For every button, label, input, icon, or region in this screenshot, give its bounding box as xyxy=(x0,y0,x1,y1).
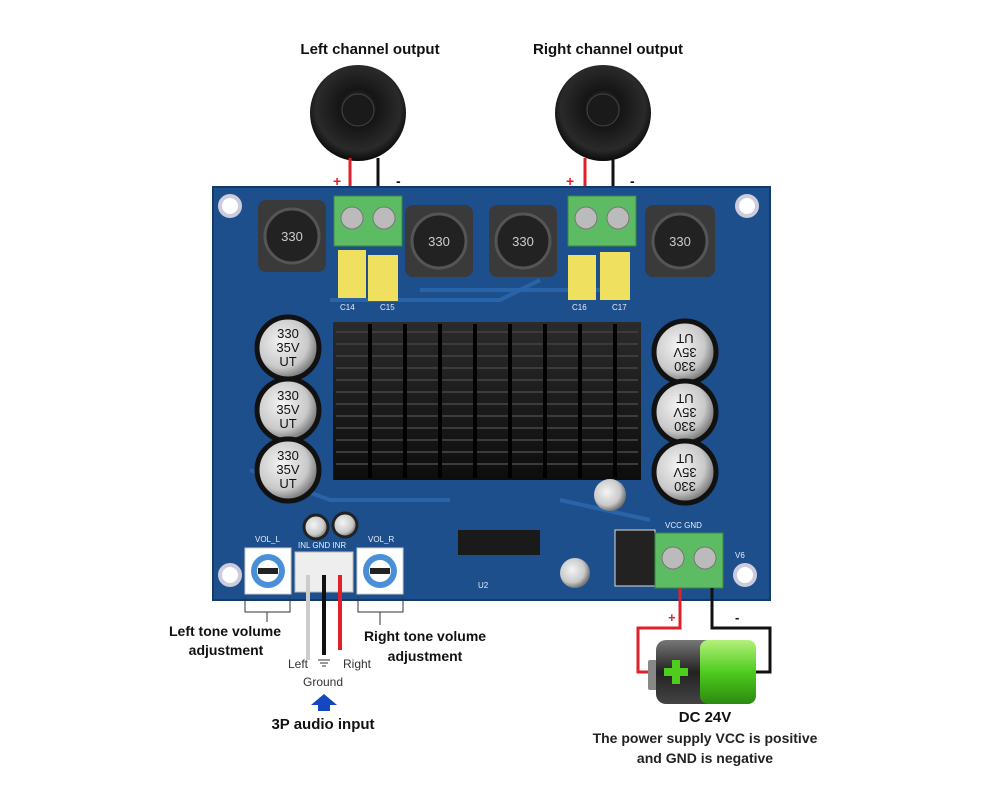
power-negative-wire xyxy=(710,588,772,674)
wire-right-label: Right xyxy=(343,657,372,671)
svg-text:UT: UT xyxy=(676,331,693,346)
svg-text:UT: UT xyxy=(676,451,693,466)
capacitor xyxy=(331,511,359,539)
power-terminal xyxy=(654,532,724,589)
silk-c16: C16 xyxy=(572,303,587,312)
svg-text:330: 330 xyxy=(277,448,299,463)
svg-text:35V: 35V xyxy=(276,462,299,477)
silk-c17: C17 xyxy=(612,303,627,312)
diode xyxy=(614,529,656,587)
left-tone-label-1: Left tone volume xyxy=(169,623,281,639)
power-note-2: and GND is negative xyxy=(637,750,773,766)
capacitor xyxy=(560,558,590,588)
right-channel-output-label: Right channel output xyxy=(533,41,683,58)
svg-text:330: 330 xyxy=(669,234,691,249)
svg-text:330: 330 xyxy=(674,479,696,494)
right-tone-label-2: adjustment xyxy=(388,648,463,664)
battery-icon xyxy=(648,640,756,704)
svg-text:35V: 35V xyxy=(276,402,299,417)
power-note-1: The power supply VCC is positive xyxy=(593,730,818,746)
svg-text:UT: UT xyxy=(676,391,693,406)
silk-input-header: INL GND INR xyxy=(298,541,346,550)
power-positive-wire xyxy=(636,588,682,674)
audio-input-label: 3P audio input xyxy=(271,716,374,733)
ground-label: Ground xyxy=(303,675,343,689)
left-speaker-terminal xyxy=(333,195,403,247)
silk-power-header: VCC GND xyxy=(665,521,702,530)
left-tone-bracket xyxy=(244,597,291,622)
amplifier-ic xyxy=(458,530,540,555)
inductor: 330 xyxy=(405,205,473,277)
silk-c15: C15 xyxy=(380,303,395,312)
power-label: DC 24V xyxy=(679,709,732,726)
svg-text:330: 330 xyxy=(674,359,696,374)
silk-u2: U2 xyxy=(478,581,489,590)
svg-text:330: 330 xyxy=(428,234,450,249)
right-tone-label-1: Right tone volume xyxy=(364,628,486,644)
inductor: 330 xyxy=(645,205,715,277)
left-volume-potentiometer[interactable] xyxy=(244,547,292,595)
left-speaker xyxy=(310,65,406,161)
silk-c14: C14 xyxy=(340,303,355,312)
capacitor xyxy=(594,479,626,511)
right-speaker-terminal xyxy=(567,195,637,247)
right-volume-potentiometer[interactable] xyxy=(356,547,404,595)
svg-text:330: 330 xyxy=(512,234,534,249)
capacitor-c17 xyxy=(600,252,630,300)
left-plus-sign: + xyxy=(333,173,341,189)
right-tone-bracket xyxy=(357,597,404,625)
svg-text:UT: UT xyxy=(279,354,296,369)
svg-text:330: 330 xyxy=(277,326,299,341)
audio-input-connector xyxy=(294,551,354,593)
capacitor-c15 xyxy=(368,255,398,301)
left-channel-output-label: Left channel output xyxy=(300,41,439,58)
inductor: 330 xyxy=(489,205,557,277)
heatsink xyxy=(333,322,641,480)
power-minus-sign: - xyxy=(735,610,739,625)
svg-text:35V: 35V xyxy=(673,405,696,420)
electrolytic-capacitors: 33035VUT33035VUT33035VUT33035VUT33035VUT… xyxy=(254,314,719,506)
svg-text:35V: 35V xyxy=(276,340,299,355)
right-minus-sign: - xyxy=(630,173,635,189)
svg-text:330: 330 xyxy=(281,229,303,244)
capacitor-c14 xyxy=(338,250,366,298)
power-plus-sign: + xyxy=(668,610,676,625)
ground-icon xyxy=(318,659,330,667)
silk-vol-l: VOL_L xyxy=(255,535,280,544)
svg-text:UT: UT xyxy=(279,476,296,491)
svg-text:330: 330 xyxy=(674,419,696,434)
svg-text:35V: 35V xyxy=(673,345,696,360)
svg-text:UT: UT xyxy=(279,416,296,431)
left-tone-label-2: adjustment xyxy=(189,642,264,658)
capacitor xyxy=(302,513,330,541)
right-speaker xyxy=(555,65,651,161)
silk-vol-r: VOL_R xyxy=(368,535,394,544)
svg-text:35V: 35V xyxy=(673,465,696,480)
inductor: 330 xyxy=(258,200,326,272)
capacitor-c16 xyxy=(568,255,596,300)
left-minus-sign: - xyxy=(396,173,401,189)
arrow-up-icon xyxy=(311,694,337,711)
wire-left-label: Left xyxy=(288,657,309,671)
right-plus-sign: + xyxy=(566,173,574,189)
silk-version: V6 xyxy=(735,551,745,560)
svg-text:330: 330 xyxy=(277,388,299,403)
